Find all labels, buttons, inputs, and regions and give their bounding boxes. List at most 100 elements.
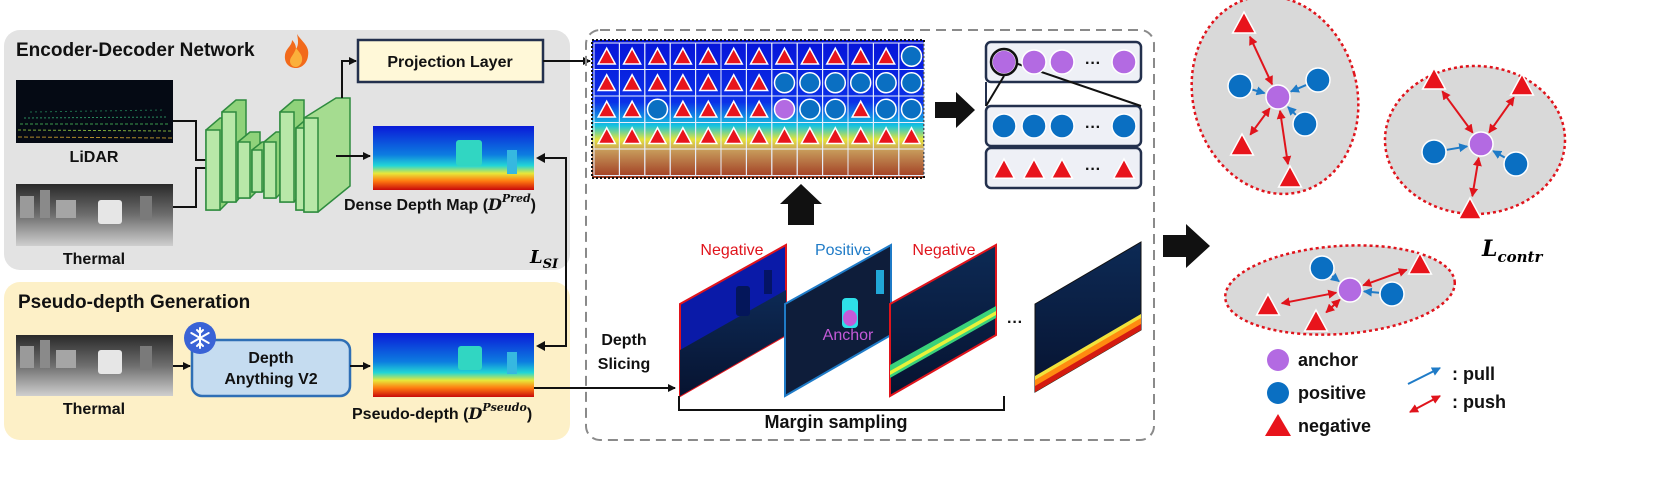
thermal-label-pseudo: Thermal xyxy=(63,401,125,418)
pull-arrow xyxy=(1329,272,1340,283)
grid-positive-marker xyxy=(900,72,923,94)
slice-positive xyxy=(784,243,892,398)
legend: anchor positive negative : pull : push xyxy=(1265,349,1506,436)
grid-positive-marker xyxy=(824,98,847,120)
grid-negative-marker xyxy=(698,73,719,92)
grid-negative-marker xyxy=(647,46,668,65)
encoder-to-projection-arrow xyxy=(341,57,357,98)
grid-negative-marker xyxy=(749,99,769,118)
grid-positive-marker xyxy=(875,98,897,120)
grid-negative-marker xyxy=(673,73,693,92)
cluster-negative-point xyxy=(1509,72,1535,96)
grid-negative-marker xyxy=(622,126,642,145)
grid-negative-marker xyxy=(622,46,642,65)
margin-sampling-label: Margin sampling xyxy=(764,412,907,432)
queue-positive-item xyxy=(1111,113,1137,139)
thermal-image-encoder xyxy=(16,184,173,246)
dense-depth-caption: Dense Depth Map (DPred) xyxy=(344,192,536,214)
legend-negative-marker xyxy=(1265,414,1291,436)
projection-layer-label: Projection Layer xyxy=(387,54,512,71)
grid-negative-marker xyxy=(647,73,668,92)
margin-bracket xyxy=(678,396,1005,411)
grid-positive-marker xyxy=(799,98,821,120)
grid-negative-marker xyxy=(622,99,642,118)
grid-negative-marker xyxy=(723,73,744,92)
grid-negative-marker xyxy=(825,126,846,145)
grid-negative-marker xyxy=(596,126,617,145)
grid-negative-marker xyxy=(723,126,744,145)
push-arrow xyxy=(1280,289,1338,307)
grid-negative-marker xyxy=(698,126,719,145)
queue-negative-item xyxy=(1050,157,1074,179)
cluster-negative-point xyxy=(1421,66,1447,90)
grid-negative-marker xyxy=(901,126,922,145)
grid-positive-marker xyxy=(646,98,669,120)
push-arrow xyxy=(1488,96,1515,134)
grid-positive-marker xyxy=(900,98,923,120)
sampling-panel xyxy=(585,29,1155,441)
grid-positive-marker xyxy=(824,72,847,94)
grid-negative-marker xyxy=(723,99,744,118)
queue-ellipsis-anchor: ··· xyxy=(1085,55,1101,72)
legend-anchor-label: anchor xyxy=(1298,350,1358,370)
queue-positive-item xyxy=(1021,113,1047,139)
cluster-positive-point xyxy=(1305,67,1331,93)
pull-arrow xyxy=(1289,84,1307,93)
grid-anchor-marker xyxy=(773,98,796,120)
legend-push-label: : push xyxy=(1452,392,1506,412)
feature-grid xyxy=(591,39,925,179)
grid-negative-marker xyxy=(825,46,846,65)
thermal-label-encoder: Thermal xyxy=(63,251,125,268)
grid-negative-marker xyxy=(876,46,896,65)
cluster-negative-point xyxy=(1229,132,1255,156)
thermal-connector xyxy=(173,167,206,208)
grid-negative-marker xyxy=(647,126,668,145)
slice-anchor-label: Anchor xyxy=(823,327,874,344)
grid-negative-marker xyxy=(749,73,769,92)
depth-slicing-line2: Slicing xyxy=(598,356,650,373)
push-arrow xyxy=(1441,90,1474,134)
queue-ellipsis-positive: ··· xyxy=(1085,119,1101,136)
loss-si-label: LSI xyxy=(529,247,559,272)
cluster-positive-point xyxy=(1503,151,1529,177)
queue-positive-item xyxy=(1049,113,1075,139)
to-contrastive-arrow xyxy=(1163,224,1210,268)
slice-negative-right xyxy=(889,243,997,398)
grid-negative-marker xyxy=(596,73,617,92)
push-arrow xyxy=(1325,298,1341,314)
cluster-negative-point xyxy=(1255,292,1281,316)
cluster-negative-point xyxy=(1303,308,1329,332)
grid-negative-marker xyxy=(850,99,871,118)
slices-ellipsis: ··· xyxy=(1007,314,1023,331)
grid-negative-marker xyxy=(749,46,769,65)
queue-ellipsis-negative: ··· xyxy=(1085,161,1101,178)
snowflake-icon xyxy=(184,322,216,354)
cluster-anchor-point xyxy=(1337,277,1363,303)
cluster-negative-point xyxy=(1407,251,1433,275)
queue-selected-ring xyxy=(989,47,1019,77)
cluster-positive-point xyxy=(1421,139,1447,165)
depth-anything-box xyxy=(190,338,352,398)
pull-arrow xyxy=(1252,86,1266,96)
cluster-negative-point xyxy=(1231,10,1257,34)
push-arrow xyxy=(1249,35,1273,86)
legend-positive-marker xyxy=(1267,382,1289,404)
grid-negative-marker xyxy=(673,126,693,145)
cluster-anchor-point xyxy=(1468,131,1494,157)
grid-negative-marker xyxy=(850,126,871,145)
queue-anchor-item xyxy=(1021,49,1047,75)
push-arrow xyxy=(1249,107,1271,136)
slice-label-negative-right: Negative xyxy=(912,242,975,259)
slice-last xyxy=(1034,241,1142,393)
cluster-negative-point xyxy=(1457,196,1483,220)
grid-cell xyxy=(898,148,925,176)
cluster-positive-point xyxy=(1309,255,1335,281)
slices-to-grid-arrow xyxy=(780,184,822,225)
queue-anchor-item xyxy=(1049,49,1075,75)
cluster-positive-point xyxy=(1227,73,1253,99)
dense-depth-map xyxy=(373,126,534,190)
slice-label-negative-left: Negative xyxy=(700,242,763,259)
grid-negative-marker xyxy=(749,126,769,145)
pseudo-depth-map xyxy=(373,333,534,397)
